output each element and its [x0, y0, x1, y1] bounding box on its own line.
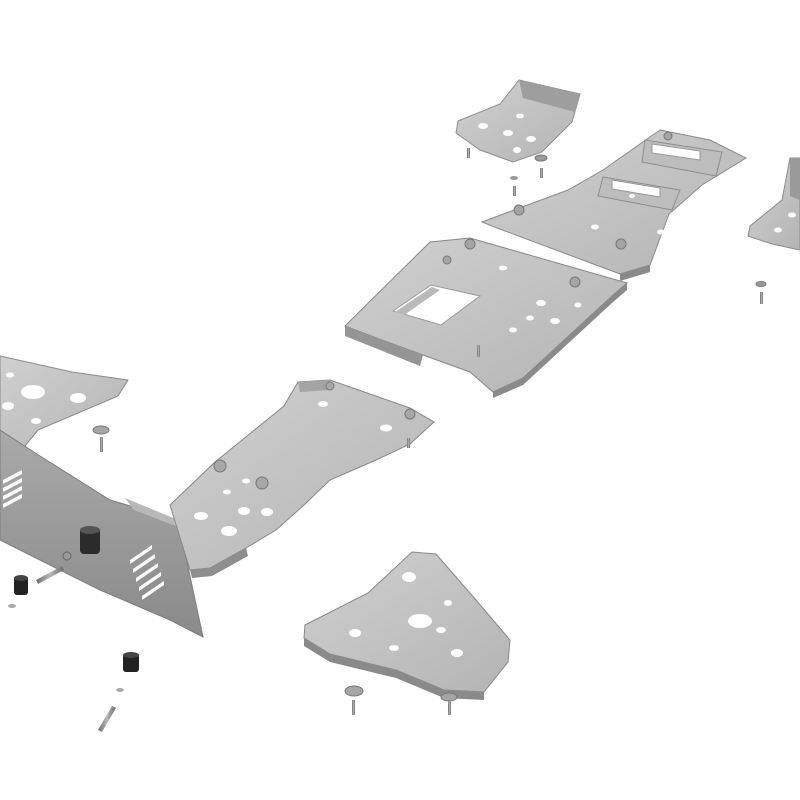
mount-stud: [213, 459, 227, 473]
hole: [402, 572, 416, 582]
hole: [513, 147, 521, 153]
mount-stud: [255, 476, 269, 490]
hole: [6, 372, 14, 378]
hole: [2, 402, 14, 410]
mount-stud: [569, 276, 581, 288]
front-bumper-plate: [0, 429, 204, 638]
hole: [591, 224, 599, 230]
rubber-bushing: [123, 654, 139, 672]
mount-stud: [663, 131, 673, 141]
hole: [408, 614, 432, 628]
hole: [444, 600, 452, 606]
rubber-bushing: [80, 528, 100, 554]
hole: [31, 418, 41, 424]
hole: [503, 130, 513, 136]
left-skid-plate: [0, 355, 129, 453]
vent-slots-left: [3, 470, 22, 508]
top-left-bracket-plate: [455, 79, 581, 163]
rear-center-plate: [480, 129, 748, 281]
hole: [451, 649, 463, 657]
hole: [349, 629, 361, 637]
hole: [223, 489, 231, 495]
hole: [526, 136, 536, 142]
hole: [238, 507, 250, 515]
mount-stud: [464, 238, 476, 250]
hole: [389, 645, 399, 651]
center-long-plate: [169, 379, 435, 578]
vent-slots-right: [130, 545, 164, 600]
hole: [499, 265, 507, 271]
hole: [550, 318, 560, 324]
hole: [261, 508, 273, 516]
hole: [478, 123, 488, 129]
hole: [242, 478, 250, 484]
hole: [509, 327, 517, 333]
hole: [318, 401, 328, 407]
hole: [221, 526, 237, 536]
far-right-bracket: [747, 157, 800, 251]
hole: [194, 512, 208, 520]
window-cutout: [391, 284, 482, 326]
hole: [436, 627, 446, 633]
mount-stud: [325, 381, 335, 391]
mount-stud: [442, 255, 452, 265]
rear-main-plate: [344, 237, 629, 398]
hole: [657, 229, 665, 235]
hole: [526, 315, 534, 321]
hole: [70, 393, 86, 403]
hole: [536, 300, 546, 306]
hole: [574, 302, 582, 308]
mount-stud: [615, 238, 627, 250]
hole: [380, 424, 392, 432]
fastener-set: [8, 148, 767, 732]
hole: [516, 113, 524, 119]
hole: [21, 385, 45, 399]
lower-triangular-bracket: [303, 551, 511, 700]
rubber-bushing: [14, 577, 28, 595]
mount-stud: [404, 408, 416, 420]
hole: [629, 194, 635, 198]
mount-stud: [513, 204, 525, 216]
